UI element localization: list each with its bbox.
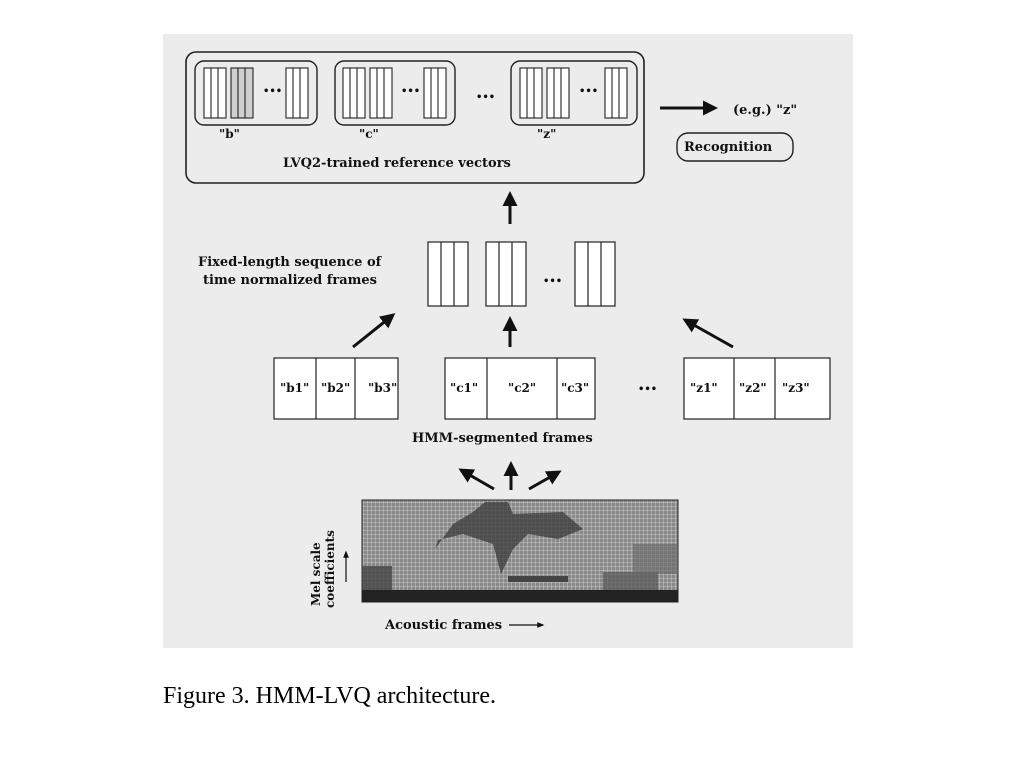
dots-normalized: ••• <box>543 276 562 287</box>
seg-label-b1: "b1" <box>280 381 309 395</box>
recognition-label: Recognition <box>684 140 773 155</box>
reference-group-z: ••• "z" <box>510 60 638 141</box>
dots-between-groups: ••• <box>476 92 495 103</box>
fixed-length-label-line2: time normalized frames <box>203 273 377 288</box>
normalized-frames <box>427 241 616 307</box>
mel-label-line2: coefficients <box>323 530 337 608</box>
acoustic-label: Acoustic frames <box>384 618 502 633</box>
output-label: (e.g.) "z" <box>733 103 797 118</box>
dots-b: ••• <box>263 86 282 97</box>
spectrogram <box>361 499 679 603</box>
seg-label-b3: "b3" <box>368 381 397 395</box>
frame-stack-c <box>342 67 447 119</box>
lvq-container-box <box>185 51 645 184</box>
frame-stack-z <box>519 67 628 119</box>
segment-b <box>273 357 399 420</box>
seg-label-b2: "b2" <box>321 381 350 395</box>
architecture-diagram: ••• "b" ••• "c" ••• ••• "z" LVQ2-trained… <box>185 51 831 633</box>
segment-z <box>683 357 831 420</box>
seg-label-z1: "z1" <box>690 381 718 395</box>
dots-z: ••• <box>579 86 598 97</box>
hmm-label: HMM-segmented frames <box>412 431 593 446</box>
seg-label-c3: "c3" <box>561 381 589 395</box>
segment-c <box>444 357 596 420</box>
mel-label-line1: Mel scale <box>309 542 323 606</box>
ref-label-b: "b" <box>219 127 240 141</box>
arrow-z-to-normalized <box>682 318 734 349</box>
figure-caption: Figure 3. HMM-LVQ architecture. <box>163 683 497 709</box>
reference-group-c: ••• "c" <box>334 60 456 141</box>
recognition-box <box>676 132 794 162</box>
fixed-length-label-line1: Fixed-length sequence of <box>198 255 383 270</box>
reference-group-b: ••• "b" <box>194 60 318 141</box>
seg-label-z2: "z2" <box>739 381 767 395</box>
seg-label-c2: "c2" <box>508 381 536 395</box>
dots-c: ••• <box>401 86 420 97</box>
arrow-b-to-normalized <box>352 313 396 349</box>
arrow-spec-right <box>528 470 562 491</box>
lvq-label: LVQ2-trained reference vectors <box>283 156 511 171</box>
seg-label-z3: "z3" <box>782 381 810 395</box>
seg-label-c1: "c1" <box>450 381 478 395</box>
figure-panel: ••• "b" ••• "c" ••• ••• "z" LVQ2-trained… <box>163 34 853 648</box>
arrow-spec-left <box>458 468 495 491</box>
frame-stack-b1 <box>203 67 309 119</box>
ref-label-z: "z" <box>537 127 556 141</box>
dots-segmented: ••• <box>638 384 657 395</box>
ref-label-c: "c" <box>359 127 379 141</box>
